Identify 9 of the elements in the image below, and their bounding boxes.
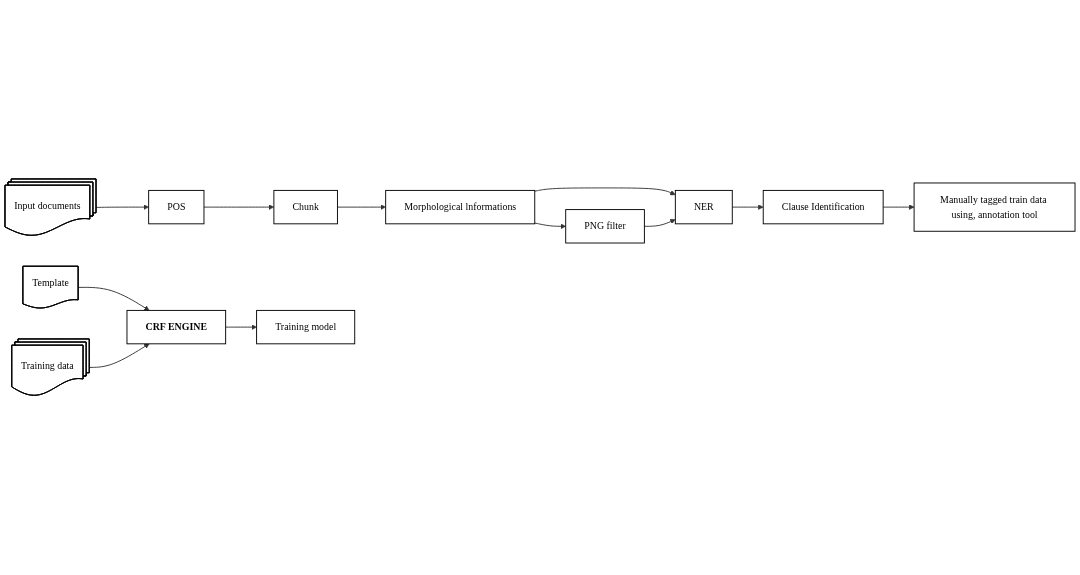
- node-box: PNG filter: [565, 209, 645, 244]
- node-box: Training model: [256, 310, 356, 345]
- node-box: Chunk: [273, 190, 338, 225]
- node-box: Clause Identification: [762, 190, 884, 225]
- node-box: Morphological lnformations: [385, 190, 536, 225]
- node-box: POS: [148, 190, 205, 225]
- node-box: CRF ENGINE: [126, 310, 227, 345]
- node-box: NER: [674, 190, 733, 225]
- node-box: Manually tagged train data using, annotation tool: [913, 182, 1076, 233]
